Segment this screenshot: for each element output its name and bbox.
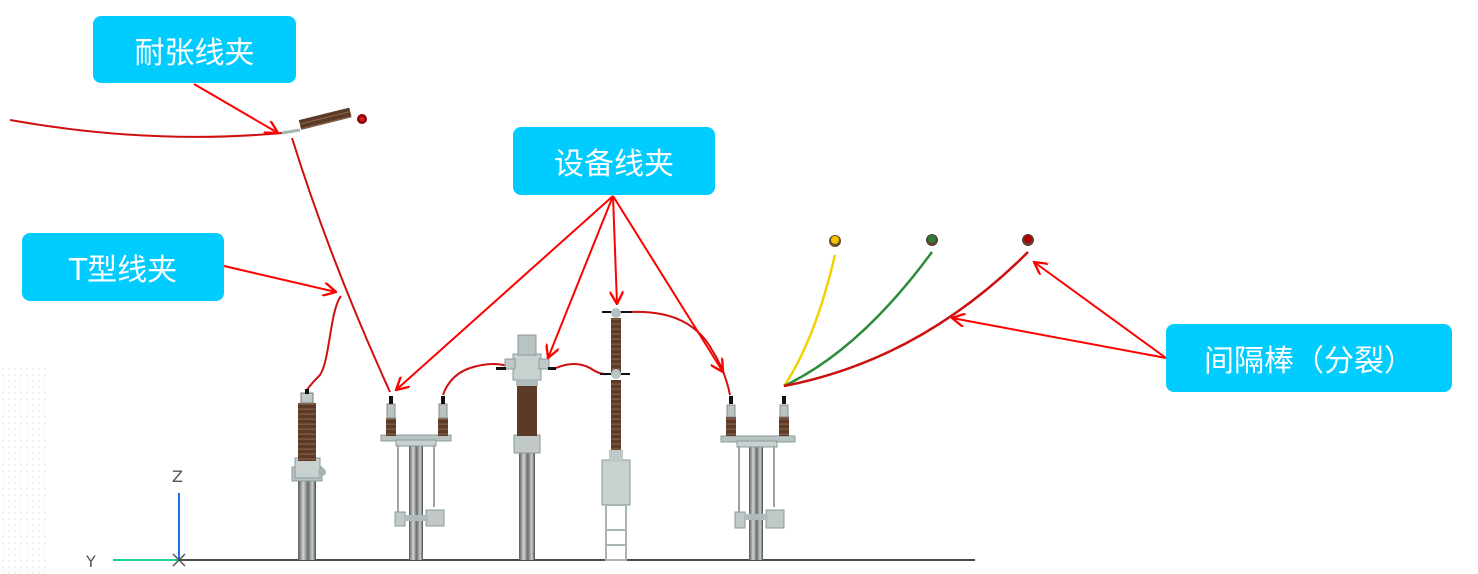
callout-strain-clamp: 耐张线夹 xyxy=(93,16,296,83)
phase-terminal-green xyxy=(926,234,938,246)
arrow-equip-1 xyxy=(396,195,614,390)
z-axis-label: Z xyxy=(172,467,183,486)
arrow-equip-4 xyxy=(612,195,723,372)
background-dot-pattern xyxy=(0,366,46,574)
jumper-2 xyxy=(555,363,608,376)
post-insulator xyxy=(600,308,632,561)
current-transformer xyxy=(291,389,326,560)
overhead-conductor xyxy=(9,119,283,138)
phase-conductor-green xyxy=(783,251,934,388)
y-axis-label: Y xyxy=(85,552,96,571)
callout-equipment-clamp: 设备线夹 xyxy=(513,127,715,195)
phase-conductor-yellow xyxy=(782,254,837,387)
phase-conductor-red xyxy=(783,251,1029,388)
drop-conductor xyxy=(291,137,391,393)
phase-terminal-yellow xyxy=(829,235,841,247)
callout-spacer: 间隔棒（分裂） xyxy=(1166,324,1452,392)
arrow-equip-3 xyxy=(613,195,617,304)
callout-arrows xyxy=(193,83,1167,390)
strain-insulator-string xyxy=(281,107,367,135)
callout-t-clamp: T型线夹 xyxy=(22,233,224,301)
origin-x-mark xyxy=(172,553,186,567)
disconnector-left xyxy=(380,396,452,560)
axis-triad: Z Y xyxy=(85,467,186,571)
arrow-t-clamp xyxy=(223,265,336,292)
disconnector-right xyxy=(720,396,796,560)
arrow-equip-2 xyxy=(548,195,614,358)
phase-terminal-red xyxy=(1022,234,1034,246)
arrow-spacer-2 xyxy=(952,318,1167,359)
arrow-spacer-1 xyxy=(1034,262,1167,359)
t-branch-conductor xyxy=(306,295,342,391)
jumper-1 xyxy=(442,363,514,396)
jumper-3 xyxy=(631,310,731,396)
circuit-breaker xyxy=(496,334,556,560)
arrow-strain-clamp xyxy=(193,83,278,133)
